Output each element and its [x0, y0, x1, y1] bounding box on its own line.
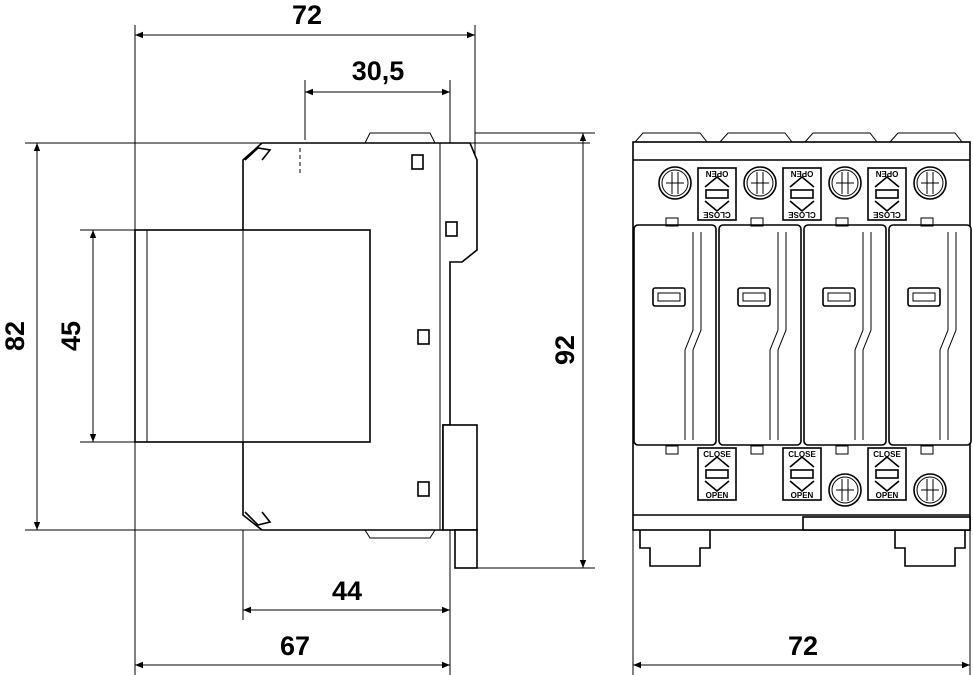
open-close-switch: OPEN CLOSE [697, 167, 737, 221]
dim-depth-offset: 30,5 [352, 56, 405, 86]
terminal-screw-icon [658, 166, 692, 200]
switch-label-top: CLOSE [788, 450, 816, 459]
dim-depth-rail: 44 [332, 576, 362, 606]
dim-depth-total: 67 [280, 631, 310, 661]
terminal-cap [889, 132, 963, 143]
terminal-screw-icon [743, 166, 777, 200]
module-latch [920, 445, 934, 455]
switch-label-bottom: OPEN [791, 491, 814, 500]
side-view [134, 132, 478, 569]
dim-height-outer: 82 [0, 321, 30, 351]
switch-label-bottom: OPEN [706, 491, 729, 500]
front-view: OPENCLOSEOPENCLOSEOPENCLOSECLOSEOPENCLOS… [632, 132, 972, 567]
plug-in-module [803, 217, 887, 455]
switch-label-bottom: CLOSE [788, 210, 816, 219]
module-latch [665, 445, 679, 455]
terminal-screw-icon [913, 473, 947, 507]
dim-overall-width-top: 72 [292, 0, 322, 30]
module-latch [750, 217, 764, 227]
open-close-switch: CLOSE OPEN [782, 447, 822, 501]
switch-label-top: OPEN [875, 169, 898, 178]
switch-label-bottom: CLOSE [873, 210, 901, 219]
switch-label-top: CLOSE [873, 450, 901, 459]
switch-label-top: CLOSE [703, 450, 731, 459]
din-rail-foot [639, 530, 711, 567]
terminal-screw-icon [828, 473, 862, 507]
module-latch [835, 217, 849, 227]
open-close-switch: OPEN CLOSE [782, 167, 822, 221]
terminal-screw-icon [828, 166, 862, 200]
open-close-switch: OPEN CLOSE [867, 167, 907, 221]
dim-height-front: 45 [56, 321, 86, 351]
module-latch [835, 445, 849, 455]
plug-in-module [888, 217, 972, 455]
switch-label-top: OPEN [705, 169, 728, 178]
open-close-switch: CLOSE OPEN [867, 447, 907, 501]
switch-label-top: OPEN [790, 169, 813, 178]
switch-label-bottom: CLOSE [703, 210, 731, 219]
switch-label-bottom: OPEN [876, 491, 899, 500]
terminal-cap [804, 132, 878, 143]
din-rail-foot [894, 530, 966, 567]
dim-height-total: 92 [550, 335, 580, 365]
terminal-cap [719, 132, 793, 143]
dim-width-front: 72 [788, 631, 818, 661]
module-latch [665, 217, 679, 227]
terminal-cap [634, 132, 708, 143]
plug-in-module [633, 217, 717, 455]
open-close-switch: CLOSE OPEN [697, 447, 737, 501]
module-latch [750, 445, 764, 455]
terminal-screw-icon [913, 166, 947, 200]
dimension-lines [33, 31, 970, 669]
plug-in-module [718, 217, 802, 455]
module-latch [920, 217, 934, 227]
